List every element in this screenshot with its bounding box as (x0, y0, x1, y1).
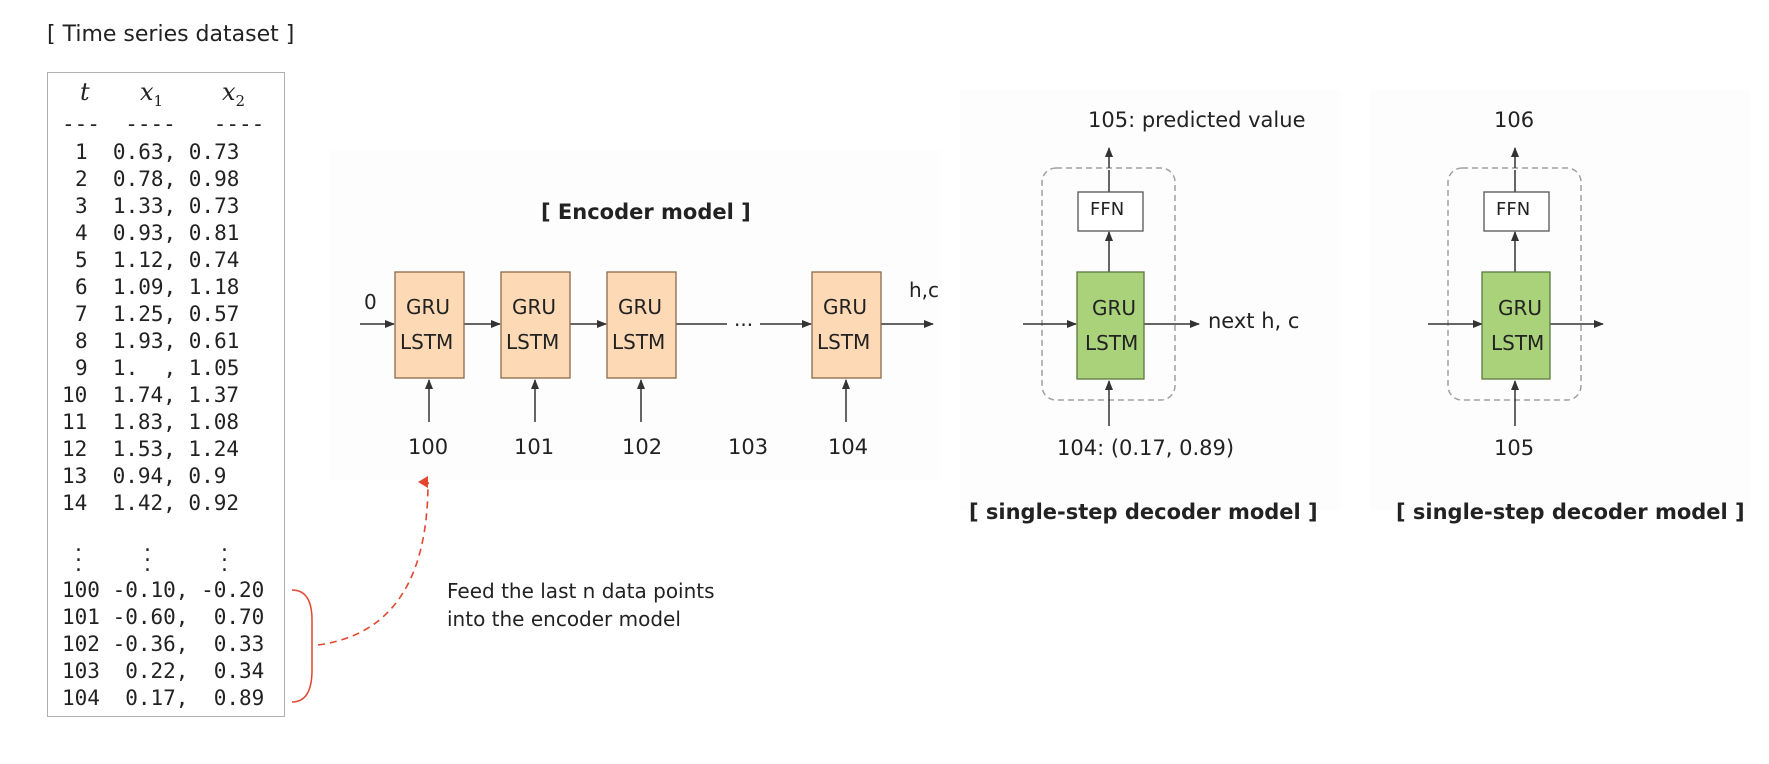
table-row: 3 1.33, 0.73 (75, 194, 240, 218)
decoder2-input-label: 105 (1494, 436, 1535, 460)
decoder1-output-label: 105: predicted value (1088, 108, 1306, 132)
encoder-cell-101 (500, 271, 571, 379)
decoder1-ffn-box (1077, 191, 1144, 232)
encoder-ellipsis: ... (734, 307, 754, 331)
decoder2-title: [ single-step decoder model ] (1396, 500, 1745, 524)
table-row: 2 0.78, 0.98 (75, 167, 240, 191)
decoder2-output-label: 106 (1494, 108, 1535, 132)
encoder-step-label: 102 (622, 435, 663, 459)
table-row: 103 0.22, 0.34 (62, 659, 265, 683)
table-row: 104 0.17, 0.89 (62, 686, 265, 710)
table-row: 11 1.83, 1.08 (62, 410, 240, 434)
encoder-initial-state: 0 (364, 290, 377, 314)
tail-brace (291, 589, 313, 703)
encoder-cell-label-lstm: LSTM (817, 330, 871, 354)
feed-note-line2: into the encoder model (447, 607, 681, 631)
encoder-step-label: 103 (728, 435, 769, 459)
encoder-cell-102 (606, 271, 677, 379)
header-x1: x1 (140, 78, 164, 110)
decoder2-ffn-box (1483, 191, 1550, 232)
table-row: 1 0.63, 0.73 (75, 140, 240, 164)
feed-arrow (317, 476, 429, 646)
decoder1-input-label: 104: (0.17, 0.89) (1057, 436, 1235, 460)
decoder2-cell-label-gru: GRU (1498, 296, 1543, 320)
feed-note-line1: Feed the last n data points (447, 579, 715, 603)
encoder-final-state: h,c (909, 278, 940, 302)
header-separator: --- ---- ---- (62, 112, 265, 136)
encoder-cell-label-gru: GRU (618, 295, 663, 319)
table-row: 10 1.74, 1.37 (62, 383, 240, 407)
table-row: 14 1.42, 0.92 (62, 491, 240, 515)
decoder2-ffn-label: FFN (1496, 199, 1531, 220)
decoder1-cell-label-gru: GRU (1092, 296, 1137, 320)
encoder-cell-label-lstm: LSTM (506, 330, 560, 354)
ellipsis-dots-x2: ... (221, 532, 228, 577)
encoder-step-label: 104 (828, 435, 869, 459)
table-row: 4 0.93, 0.81 (75, 221, 240, 245)
encoder-cell-104 (811, 271, 882, 379)
encoder-step-label: 101 (514, 435, 555, 459)
table-row: 8 1.93, 0.61 (75, 329, 240, 353)
decoder1-cell-label-lstm: LSTM (1085, 331, 1139, 355)
ellipsis-dots-t: ... (75, 532, 82, 577)
encoder-cell-label-lstm: LSTM (612, 330, 666, 354)
encoder-cell-label-gru: GRU (406, 295, 451, 319)
ellipsis-dots-x1: ... (144, 532, 151, 577)
dataset-table (47, 72, 285, 717)
encoder-step-label: 100 (408, 435, 449, 459)
table-row: 12 1.53, 1.24 (62, 437, 240, 461)
decoder1-next-state: next h, c (1208, 309, 1300, 333)
decoder2-cell (1481, 271, 1551, 380)
header-x2: x2 (222, 78, 246, 110)
table-row: 101 -0.60, 0.70 (62, 605, 265, 629)
table-row: 5 1.12, 0.74 (75, 248, 240, 272)
table-row: 9 1. , 1.05 (75, 356, 240, 380)
decoder2-panel (1370, 90, 1750, 510)
decoder1-panel (960, 90, 1340, 510)
table-row: 13 0.94, 0.9 (62, 464, 227, 488)
decoder1-cell (1076, 271, 1145, 380)
encoder-title: [ Encoder model ] (541, 200, 751, 224)
decoder1-title: [ single-step decoder model ] (969, 500, 1318, 524)
header-t: t (80, 78, 90, 106)
encoder-cell-100 (394, 271, 465, 379)
encoder-cell-label-gru: GRU (512, 295, 557, 319)
table-row: 100 -0.10, -0.20 (62, 578, 265, 602)
encoder-cell-label-lstm: LSTM (400, 330, 454, 354)
table-row: 6 1.09, 1.18 (75, 275, 240, 299)
dataset-title: [ Time series dataset ] (47, 22, 295, 47)
table-row: 7 1.25, 0.57 (75, 302, 240, 326)
table-row: 102 -0.36, 0.33 (62, 632, 265, 656)
encoder-cell-label-gru: GRU (823, 295, 868, 319)
decoder1-ffn-label: FFN (1090, 199, 1125, 220)
decoder2-cell-label-lstm: LSTM (1491, 331, 1545, 355)
